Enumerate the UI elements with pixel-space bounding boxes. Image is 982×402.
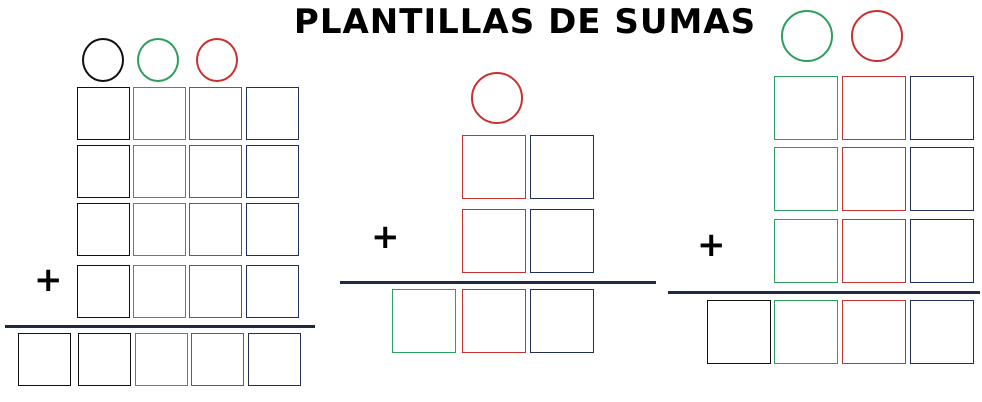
digit-box[interactable] [189,265,242,318]
digit-box[interactable] [189,203,242,256]
result-box[interactable] [78,333,131,386]
digit-box[interactable] [133,87,186,140]
sum-line [340,281,656,284]
digit-box[interactable] [462,135,526,199]
carry-circle[interactable] [471,72,523,124]
carry-circle[interactable] [851,10,903,62]
digit-box[interactable] [246,145,299,198]
sum-line [668,291,980,294]
digit-box[interactable] [774,147,838,211]
result-box[interactable] [18,333,71,386]
sum-line [5,325,315,328]
carry-circle[interactable] [137,38,179,82]
digit-box[interactable] [774,219,838,283]
digit-box[interactable] [77,145,130,198]
digit-box[interactable] [77,87,130,140]
digit-box[interactable] [842,219,906,283]
carry-circle[interactable] [82,38,124,82]
result-box[interactable] [530,289,594,353]
result-box[interactable] [462,289,526,353]
result-box[interactable] [910,300,974,364]
digit-box[interactable] [774,76,838,140]
result-box[interactable] [842,300,906,364]
plus-sign: + [371,217,400,257]
digit-box[interactable] [842,147,906,211]
carry-circle[interactable] [781,10,833,62]
digit-box[interactable] [910,147,974,211]
digit-box[interactable] [189,87,242,140]
page-title: PLANTILLAS DE SUMAS [293,2,757,42]
digit-box[interactable] [133,203,186,256]
digit-box[interactable] [910,76,974,140]
digit-box[interactable] [246,87,299,140]
result-box[interactable] [191,333,244,386]
plus-sign: + [34,260,63,300]
digit-box[interactable] [133,265,186,318]
digit-box[interactable] [462,209,526,273]
digit-box[interactable] [77,265,130,318]
digit-box[interactable] [246,265,299,318]
result-box[interactable] [774,300,838,364]
digit-box[interactable] [530,209,594,273]
digit-box[interactable] [133,145,186,198]
result-box[interactable] [707,300,771,364]
carry-circle[interactable] [196,38,238,82]
plus-sign: + [697,225,726,265]
digit-box[interactable] [530,135,594,199]
result-box[interactable] [248,333,301,386]
result-box[interactable] [135,333,188,386]
digit-box[interactable] [910,219,974,283]
digit-box[interactable] [189,145,242,198]
result-box[interactable] [392,289,456,353]
digit-box[interactable] [77,203,130,256]
digit-box[interactable] [842,76,906,140]
digit-box[interactable] [246,203,299,256]
